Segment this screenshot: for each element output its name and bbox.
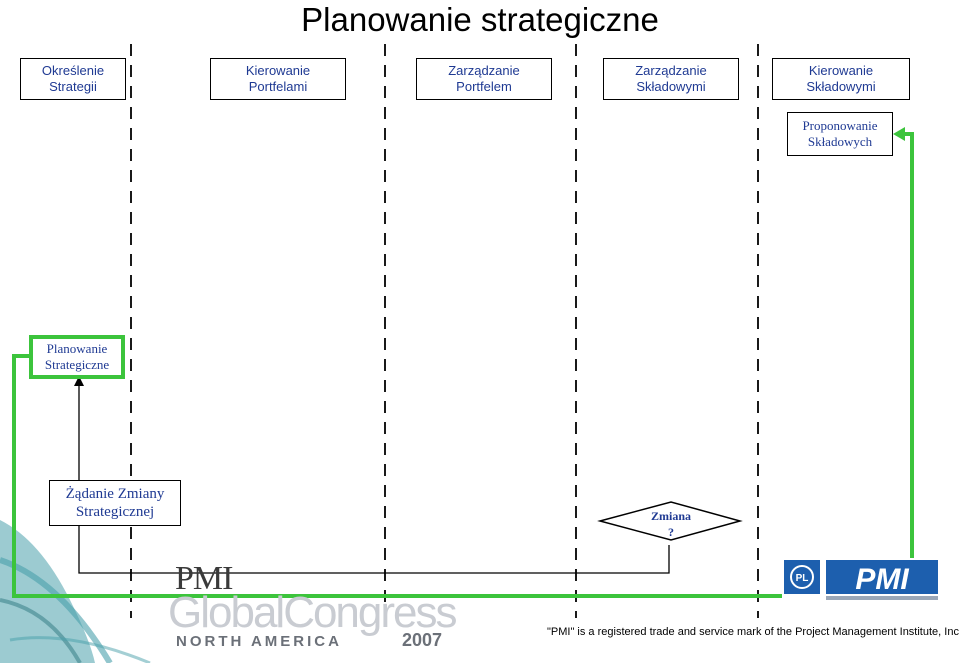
- lane-header-portfolio-governance: Kierowanie Portfelami: [210, 58, 346, 100]
- north-america-text: NORTH AMERICA: [176, 633, 342, 650]
- lane-dividers: [130, 44, 759, 618]
- lane-header-portfolio-management: Zarządzanie Portfelem: [416, 58, 552, 100]
- svg-text:PMI: PMI: [855, 563, 909, 596]
- feedback-flow-line: [12, 132, 914, 598]
- global-congress-logo-text: GlobalCongress: [168, 588, 457, 637]
- globe-decoration: [0, 520, 151, 663]
- trademark-note: "PMI" is a registered trade and service …: [547, 626, 960, 638]
- page-title: Planowanie strategiczne: [301, 1, 659, 38]
- pmi-logo-text: PMI: [175, 560, 233, 597]
- svg-text:PL: PL: [796, 573, 809, 584]
- node-planowanie-strategiczne: Planowanie Strategiczne: [29, 335, 125, 379]
- decision-label: Zmiana ?: [650, 509, 691, 539]
- node-proponowanie-skladowych: Proponowanie Składowych: [787, 112, 893, 156]
- decision-connector: [78, 383, 670, 574]
- connector-arrowhead: [74, 376, 84, 386]
- lane-header-strategy: Określenie Strategii: [20, 58, 126, 100]
- lane-header-component-management: Zarządzanie Składowymi: [603, 58, 739, 100]
- node-zadanie-zmiany: Żądanie Zmiany Strategicznej: [49, 480, 181, 526]
- feedback-arrowhead: [893, 127, 905, 141]
- pmi-poland-logo: PL PMI: [782, 558, 940, 602]
- congress-year: 2007: [402, 630, 443, 650]
- decision-diamond: [597, 501, 743, 541]
- lane-header-component-governance: Kierowanie Składowymi: [772, 58, 910, 100]
